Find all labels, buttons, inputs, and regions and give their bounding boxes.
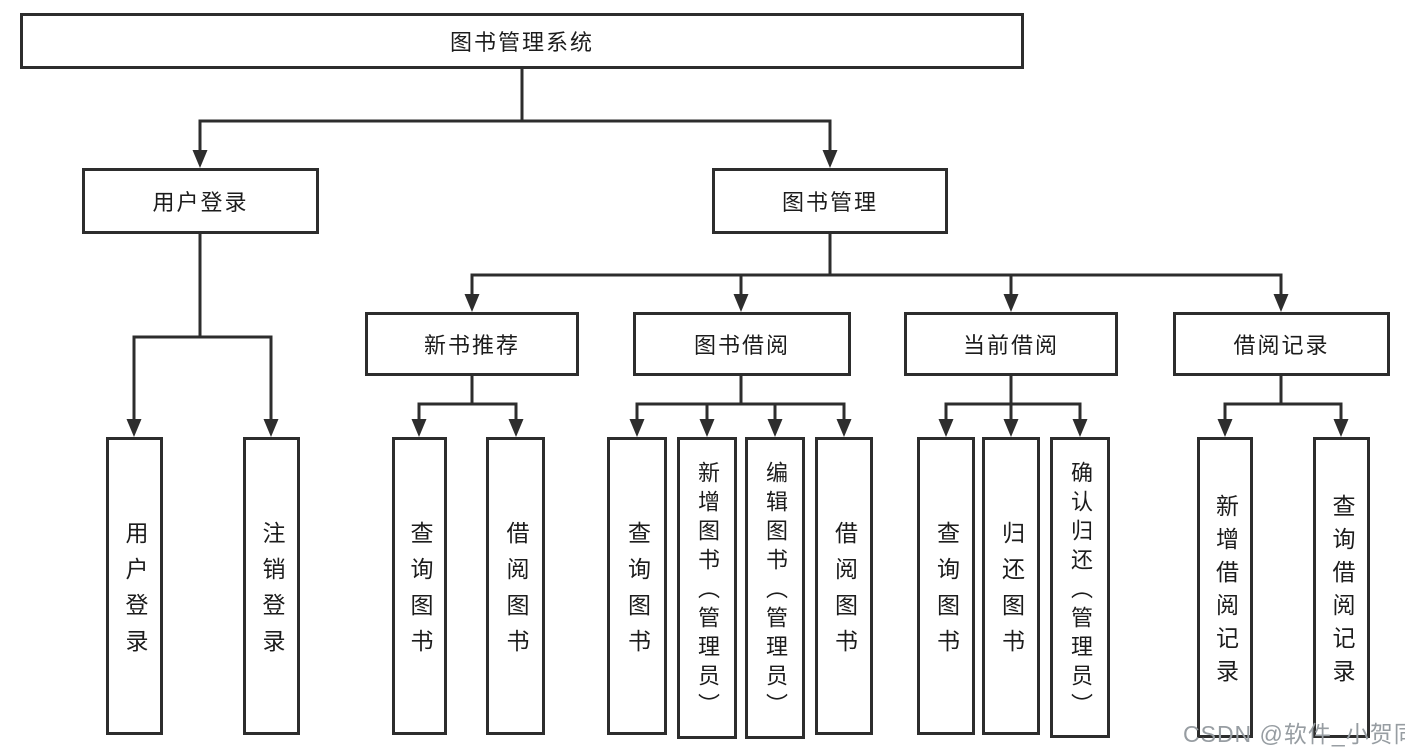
node-borrow-records-label: 借阅记录 xyxy=(1233,333,1330,358)
leaf-confirm-return-admin-label: 确认归还（管理员） xyxy=(1068,460,1093,722)
leaf-query-books-current: 查询图书 xyxy=(917,437,975,735)
leaf-add-borrow-record-label: 新增借阅记录 xyxy=(1212,493,1239,692)
leaf-borrow-books-recommend: 借阅图书 xyxy=(486,437,545,735)
node-current-borrow: 当前借阅 xyxy=(904,312,1118,376)
node-current-borrow-label: 当前借阅 xyxy=(962,333,1059,358)
leaf-query-books-borrow-label: 查询图书 xyxy=(624,520,651,665)
leaf-return-books-label: 归还图书 xyxy=(998,520,1025,665)
node-user-login-label: 用户登录 xyxy=(152,190,249,215)
leaf-query-books-borrow: 查询图书 xyxy=(607,437,667,735)
leaf-logout-label: 注销登录 xyxy=(259,520,285,665)
node-new-book-recommend: 新书推荐 xyxy=(365,312,579,376)
node-root-label: 图书管理系统 xyxy=(449,30,594,55)
watermark: CSDN @软件_小贺同学 xyxy=(1183,715,1405,747)
leaf-add-book-admin-label: 新增图书（管理员） xyxy=(695,461,720,722)
node-book-borrow-label: 图书借阅 xyxy=(693,333,790,358)
leaf-query-books-recommend-label: 查询图书 xyxy=(407,520,433,665)
leaf-query-borrow-record-label: 查询借阅记录 xyxy=(1329,493,1355,692)
leaf-logout: 注销登录 xyxy=(243,437,300,735)
node-borrow-records: 借阅记录 xyxy=(1173,312,1390,376)
node-user-login: 用户登录 xyxy=(82,168,319,234)
leaf-confirm-return-admin: 确认归还（管理员） xyxy=(1050,437,1110,738)
leaf-borrow-books-recommend-label: 借阅图书 xyxy=(503,520,529,665)
leaf-user-login-label: 用户登录 xyxy=(122,520,148,665)
leaf-user-login: 用户登录 xyxy=(106,437,163,735)
node-book-management: 图书管理 xyxy=(712,168,948,234)
leaf-query-borrow-record: 查询借阅记录 xyxy=(1313,437,1370,738)
leaf-return-books: 归还图书 xyxy=(982,437,1040,735)
leaf-edit-book-admin: 编辑图书（管理员） xyxy=(745,437,805,739)
leaf-query-books-recommend: 查询图书 xyxy=(392,437,447,735)
node-book-borrow: 图书借阅 xyxy=(633,312,851,376)
node-root: 图书管理系统 xyxy=(20,13,1024,69)
leaf-add-book-admin: 新增图书（管理员） xyxy=(677,437,737,739)
leaf-edit-book-admin-label: 编辑图书（管理员） xyxy=(763,461,788,722)
watermark-text: CSDN @软件_小贺同学 xyxy=(1183,721,1405,747)
node-book-management-label: 图书管理 xyxy=(781,190,878,215)
leaf-borrow-books-borrow: 借阅图书 xyxy=(815,437,873,735)
leaf-add-borrow-record: 新增借阅记录 xyxy=(1197,437,1253,738)
leaf-query-books-current-label: 查询图书 xyxy=(933,520,960,665)
leaf-borrow-books-borrow-label: 借阅图书 xyxy=(831,520,858,665)
node-new-book-recommend-label: 新书推荐 xyxy=(423,333,520,358)
